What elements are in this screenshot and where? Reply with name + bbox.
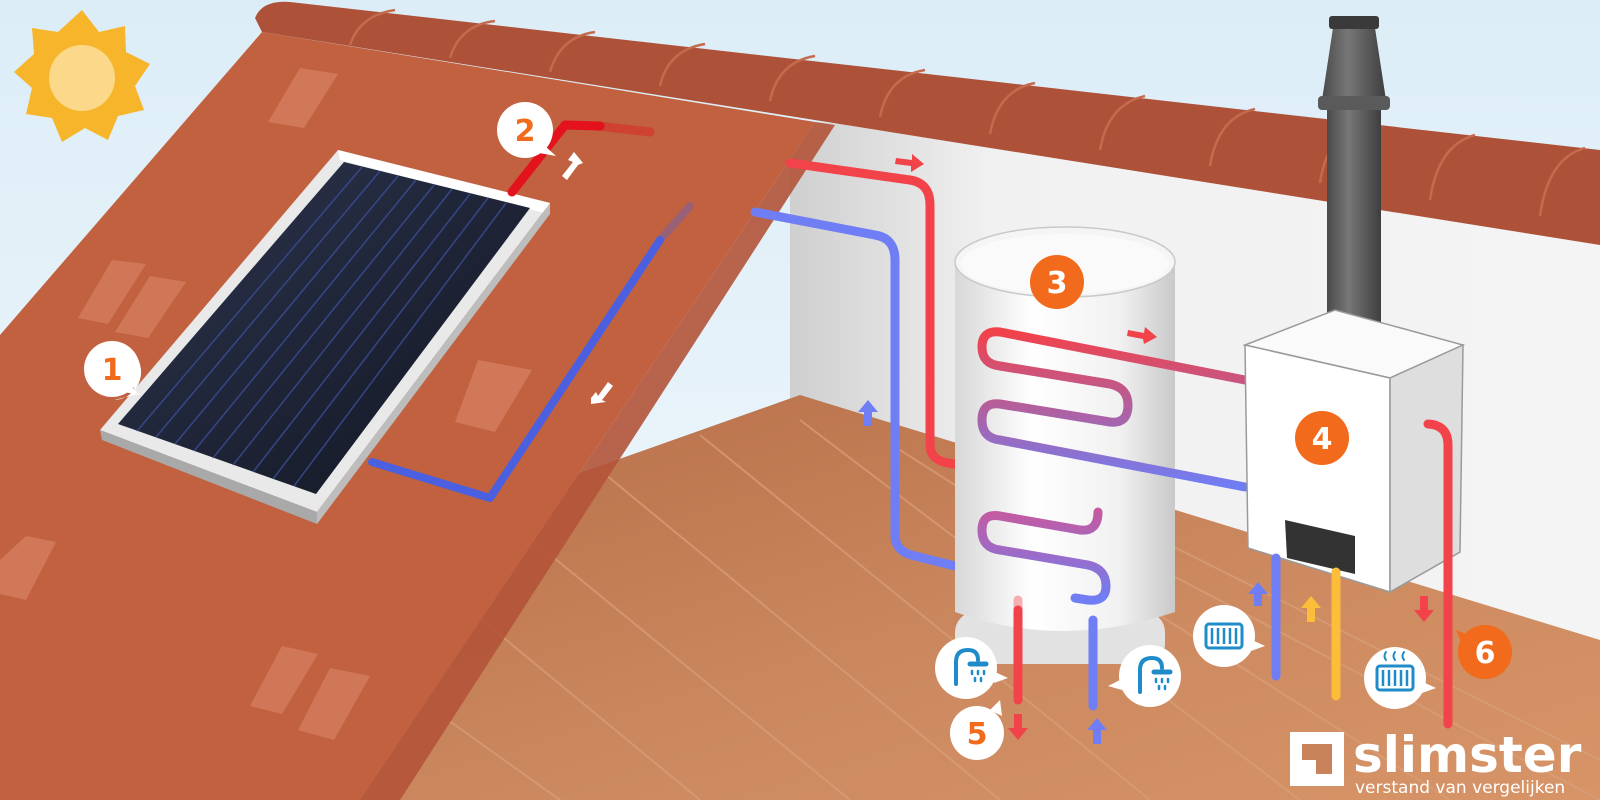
sun-icon — [14, 10, 150, 142]
callout-2: 2 — [497, 102, 556, 158]
brand-name: slimster — [1353, 726, 1582, 784]
tank-outlet-pipes — [1013, 595, 1098, 711]
gas-boiler — [1242, 309, 1466, 594]
callout-5: 5 — [950, 700, 1004, 760]
collector-return-pipe — [750, 207, 1080, 601]
callout-3: 3 — [1030, 255, 1084, 309]
brand-tagline: verstand van vergelijken — [1355, 778, 1565, 798]
callout-number: 6 — [1475, 636, 1496, 671]
callout-6: 6 — [1456, 625, 1512, 679]
heated-radiator-bubble — [1364, 647, 1436, 709]
slimster-logo-icon — [1290, 732, 1344, 786]
callout-4: 4 — [1295, 411, 1349, 465]
shower-icon — [1138, 655, 1173, 694]
roof-ridge — [255, 1, 1600, 245]
floor-planks — [419, 419, 1600, 800]
roof-slope — [0, 32, 815, 800]
heated-radiator-icon — [1375, 651, 1415, 692]
callout-number: 2 — [515, 114, 536, 149]
flow-arrows — [858, 154, 1434, 744]
chimney-flue — [1318, 16, 1390, 345]
radiator-bubble — [1193, 605, 1265, 667]
boiler-pipes — [1271, 419, 1453, 729]
slimster-logo: slimster verstand van vergelijken — [1290, 726, 1582, 798]
shower-icon — [954, 647, 989, 686]
callout-number: 3 — [1047, 266, 1068, 301]
roof-flow-arrows — [562, 152, 613, 404]
roof-cold-pipe — [368, 202, 694, 502]
roof-tiles-highlights — [0, 68, 532, 740]
solar-collector-panel — [100, 150, 550, 524]
callout-number: 1 — [102, 353, 123, 388]
callout-number: 4 — [1312, 422, 1333, 457]
tank-solar-coil — [977, 507, 1111, 605]
callout-number: 5 — [967, 717, 988, 752]
tank-heating-coil — [977, 327, 1250, 492]
roof-hot-pipe — [507, 120, 655, 197]
cold-shower-bubble — [1108, 645, 1181, 707]
hot-shower-bubble — [935, 637, 1008, 699]
callout-1: 1 — [84, 341, 142, 400]
radiator-icon — [1204, 622, 1244, 650]
